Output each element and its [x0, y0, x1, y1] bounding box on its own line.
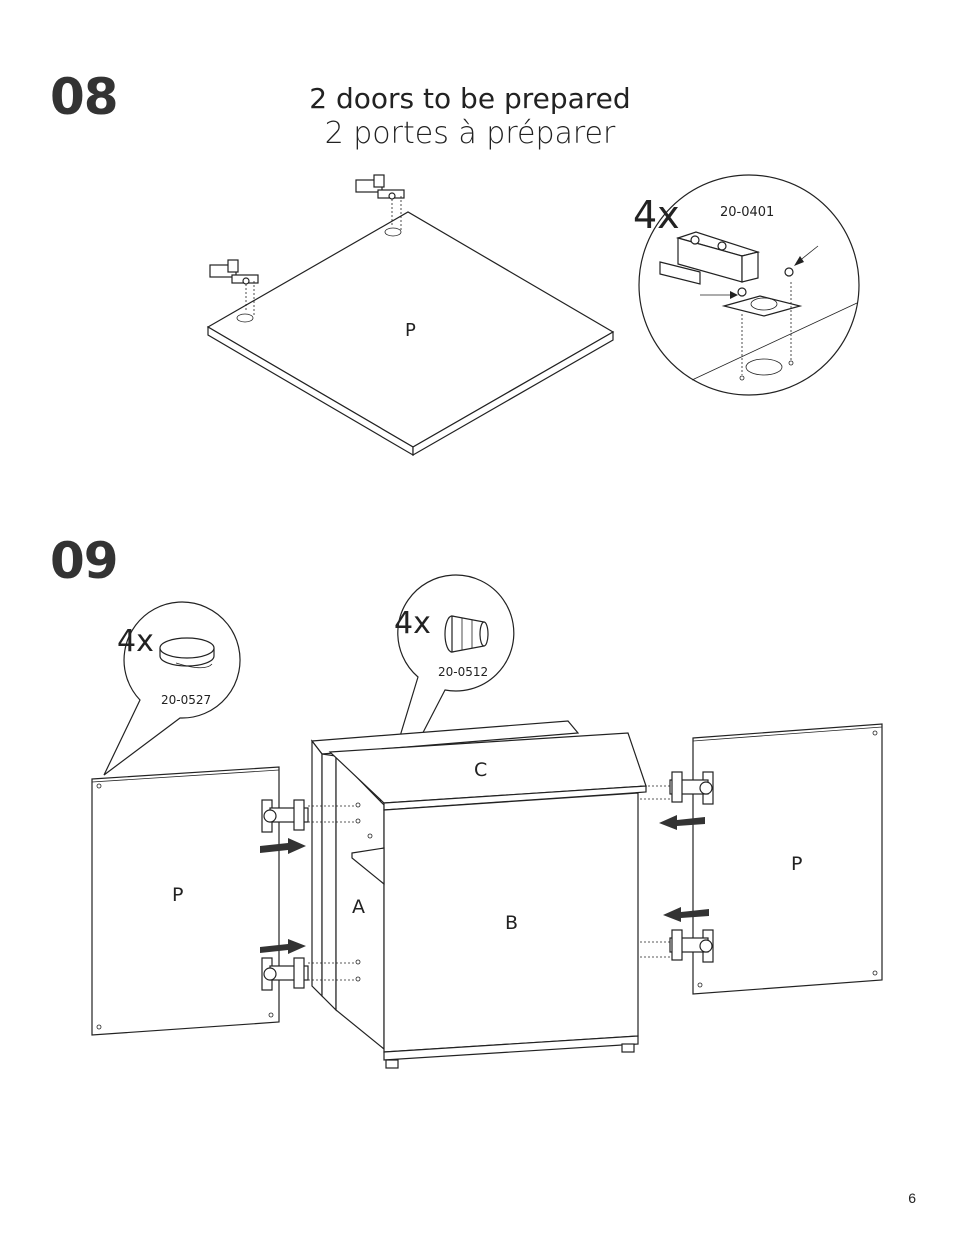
arrow-icon [663, 907, 709, 922]
hinge-icon [640, 929, 714, 963]
door-panel-flat: P [206, 211, 615, 457]
bumper-quantity: 4x [117, 624, 154, 659]
cabinet-top-label: C [474, 759, 487, 781]
step-number-09: 09 [50, 532, 119, 590]
hinge-detail-callout: 4x 20-0401 [633, 174, 860, 396]
door-panel-right: P [692, 723, 883, 995]
bumper-callout: 4x 20-0527 [103, 601, 241, 776]
door-left-label: P [172, 884, 183, 906]
shelf-pin-callout: 4x 20-0512 [369, 574, 515, 836]
cabinet-side-label: A [352, 896, 365, 918]
door-panel-label: P [405, 320, 416, 341]
hinge-part-code: 20-0401 [720, 205, 774, 220]
arrow-icon [260, 838, 306, 854]
cabinet-body-label: B [505, 912, 518, 934]
bumper-pad-icon [159, 637, 215, 669]
step-title-english: 2 doors to be prepared [309, 82, 631, 115]
bumper-part-code: 20-0527 [161, 693, 211, 707]
door-panel-left: P [91, 766, 280, 1036]
step-number-08: 08 [50, 68, 119, 126]
page-number: 6 [908, 1190, 916, 1206]
hinge-icon [659, 231, 803, 317]
hinge-quantity: 4x [633, 193, 680, 237]
pin-part-code: 20-0512 [438, 665, 488, 679]
hinge-icon [261, 799, 355, 833]
shelf-pin-icon [444, 615, 489, 653]
arrow-icon [260, 939, 306, 954]
cabinet: C A B [310, 720, 647, 1069]
hinge-icon [355, 174, 405, 230]
hinge-icon [640, 771, 714, 805]
hinge-icon [209, 259, 259, 316]
hinge-icon [261, 957, 355, 991]
pin-quantity: 4x [394, 606, 431, 641]
arrow-icon [659, 815, 705, 830]
step-title-french: 2 portes à préparer [324, 116, 616, 151]
door-right-label: P [791, 853, 802, 875]
